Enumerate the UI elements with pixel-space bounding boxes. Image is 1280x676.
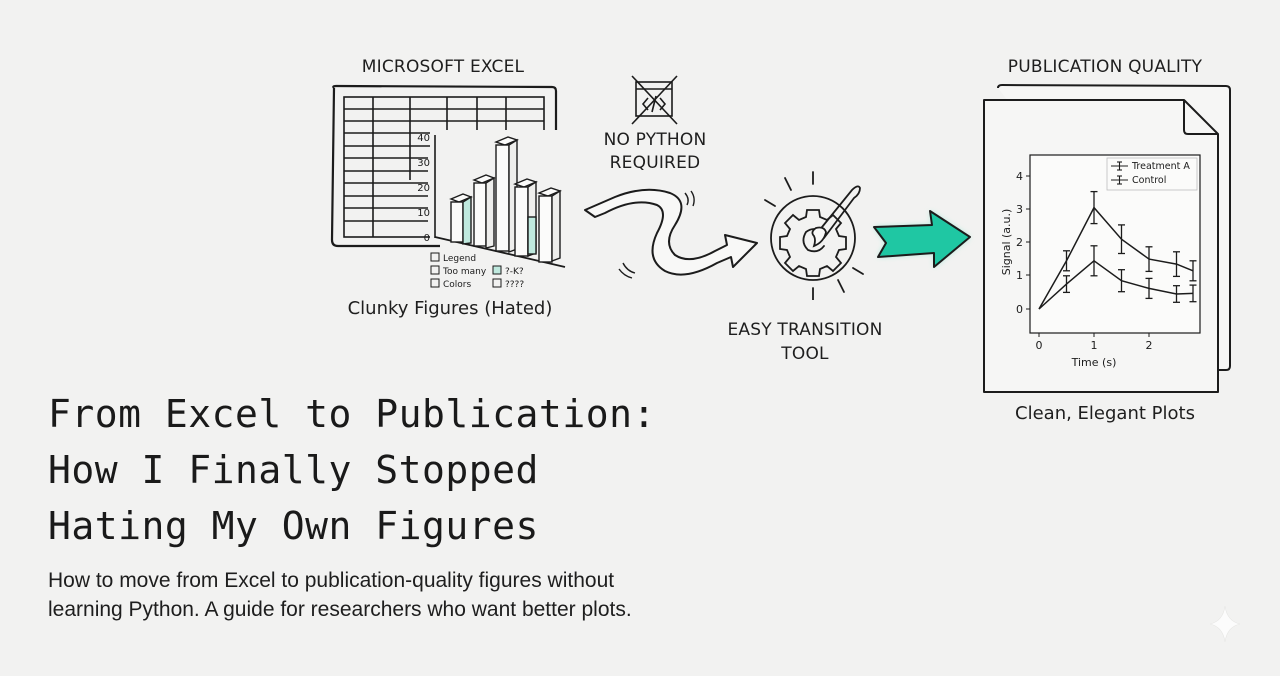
y-tick-2: 2 [1016,236,1023,249]
x-tick-1: 1 [1091,339,1098,352]
x-tick-2: 2 [1146,339,1153,352]
y-tick-1: 1 [1016,269,1023,282]
publication-caption: Clean, Elegant Plots [1015,403,1195,424]
gear-brush-tool-icon [764,171,864,300]
legend-item-colors: Colors [443,280,471,290]
x-axis-label: Time (s) [1071,356,1117,369]
headline-line-2: How I Finally Stopped [48,448,539,492]
y-tick-40: 40 [417,133,430,144]
x-tick-0: 0 [1036,339,1043,352]
y-tick-30: 30 [417,158,430,169]
headline: From Excel to Publication: How I Finally… [48,386,656,554]
winding-arrow-icon [584,188,758,279]
no-python-label-line1: NO PYTHON [603,130,707,150]
subtitle-line-2: learning Python. A guide for researchers… [48,598,632,621]
teal-arrow-icon [873,210,971,268]
legend-control: Control [1132,175,1166,186]
y-tick-3: 3 [1016,203,1023,216]
y-tick-20: 20 [417,183,430,194]
no-python-label-line2: REQUIRED [609,153,701,173]
sparkle-icon [1209,605,1241,643]
excel-heading: MICROSOFT EXCEL [361,57,525,77]
publication-heading: PUBLICATION QUALITY [1007,57,1203,77]
headline-line-1: From Excel to Publication: [48,392,656,436]
excel-3d-bar-chart: 40 30 20 10 0 Legend [417,130,580,290]
publication-line-chart: 4 3 2 1 0 0 1 2 Time (s) Signal (a.u.) T… [1000,154,1201,369]
legend-item-unknown-1: ?-K? [505,267,524,277]
easy-tool-label-line1: EASY TRANSITION [727,320,883,340]
headline-line-3: Hating My Own Figures [48,504,539,548]
legend-item-legend: Legend [443,254,476,264]
y-tick-0: 0 [424,233,430,244]
excel-caption: Clunky Figures (Hated) [347,298,553,319]
legend-item-too-many: Too many [442,267,487,277]
legend-item-unknown-2: ???? [505,280,524,290]
subtitle: How to move from Excel to publication-qu… [48,566,632,624]
y-tick-0: 0 [1016,303,1023,316]
y-tick-10: 10 [417,208,430,219]
no-code-icon [631,75,678,125]
y-tick-4: 4 [1016,170,1023,183]
easy-tool-label-line2: TOOL [781,344,829,364]
y-axis-label: Signal (a.u.) [1000,209,1013,276]
legend-treatment-a: Treatment A [1131,161,1190,172]
subtitle-line-1: How to move from Excel to publication-qu… [48,569,615,592]
